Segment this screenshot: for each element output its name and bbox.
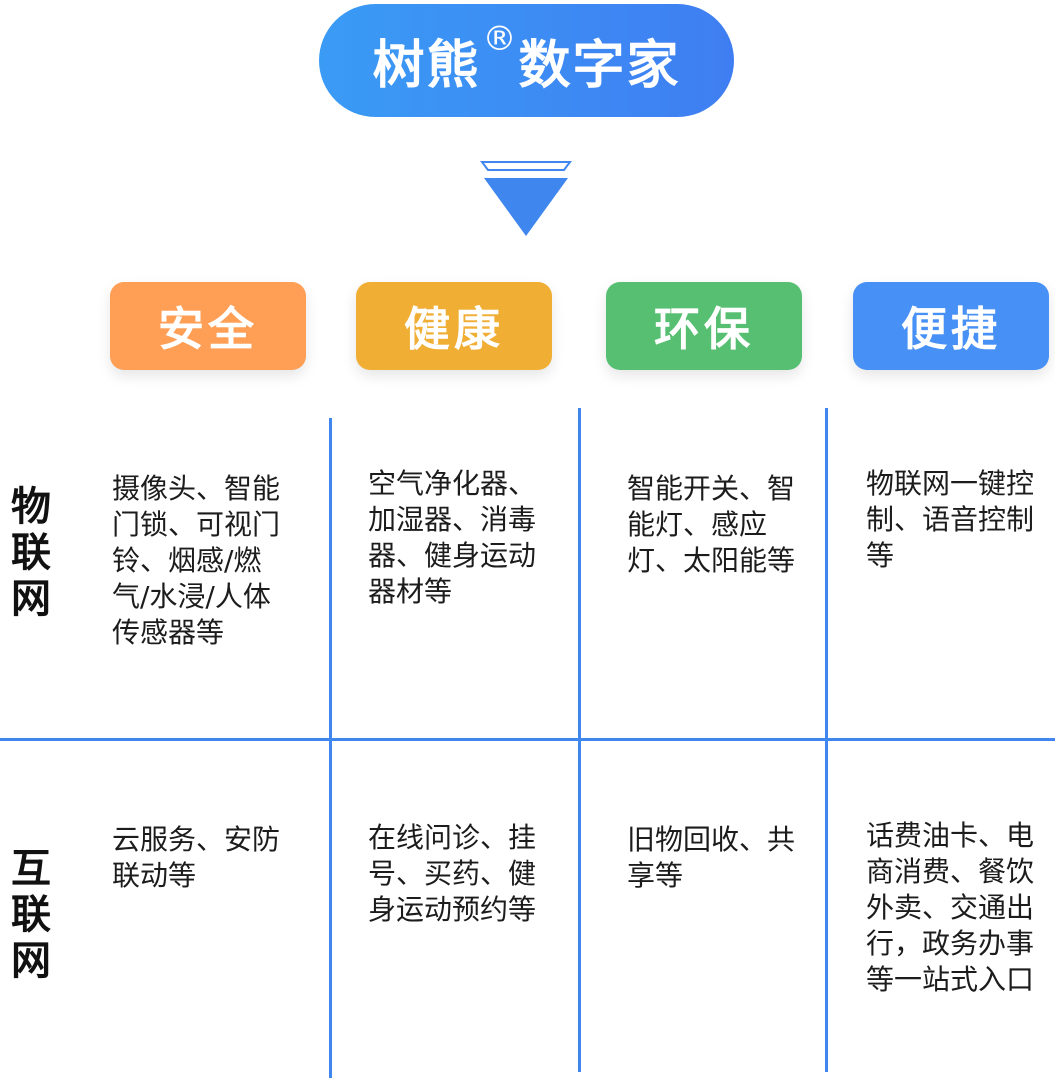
grid-divider-horizontal bbox=[0, 738, 1055, 741]
cell-internet-convenience: 话费油卡、电商消费、餐饮外卖、交通出行，政务办事等一站式入口 bbox=[866, 819, 1035, 996]
cell-iot-convenience: 物联网一键控制、语音控制等 bbox=[866, 467, 1035, 572]
category-eco: 环保 bbox=[606, 282, 802, 370]
cell-iot-health: 空气净化器、加湿器、消毒器、健身运动器材等 bbox=[368, 467, 537, 608]
row-label-internet: 互联网 bbox=[11, 846, 51, 984]
cell-internet-eco: 旧物回收、共享等 bbox=[627, 823, 796, 892]
title-brand: 树熊 bbox=[372, 36, 481, 96]
cell-internet-safety: 云服务、安防联动等 bbox=[112, 823, 281, 892]
title-banner: 树熊®数字家 bbox=[319, 4, 734, 117]
cell-iot-eco: 智能开关、智能灯、感应灯、太阳能等 bbox=[627, 472, 796, 577]
down-triangle-arrow-icon bbox=[480, 161, 572, 236]
cell-iot-safety: 摄像头、智能门锁、可视门铃、烟感/燃气/水浸/人体传感器等 bbox=[112, 472, 281, 649]
title-rest: 数字家 bbox=[518, 36, 681, 96]
row-label-iot: 物联网 bbox=[11, 484, 51, 622]
cell-internet-health: 在线问诊、挂号、买药、健身运动预约等 bbox=[368, 821, 537, 926]
category-health: 健康 bbox=[356, 282, 552, 370]
category-convenience: 便捷 bbox=[853, 282, 1049, 370]
registered-mark: ® bbox=[482, 18, 517, 59]
grid-divider-1 bbox=[329, 418, 332, 1078]
category-safety: 安全 bbox=[110, 282, 306, 370]
